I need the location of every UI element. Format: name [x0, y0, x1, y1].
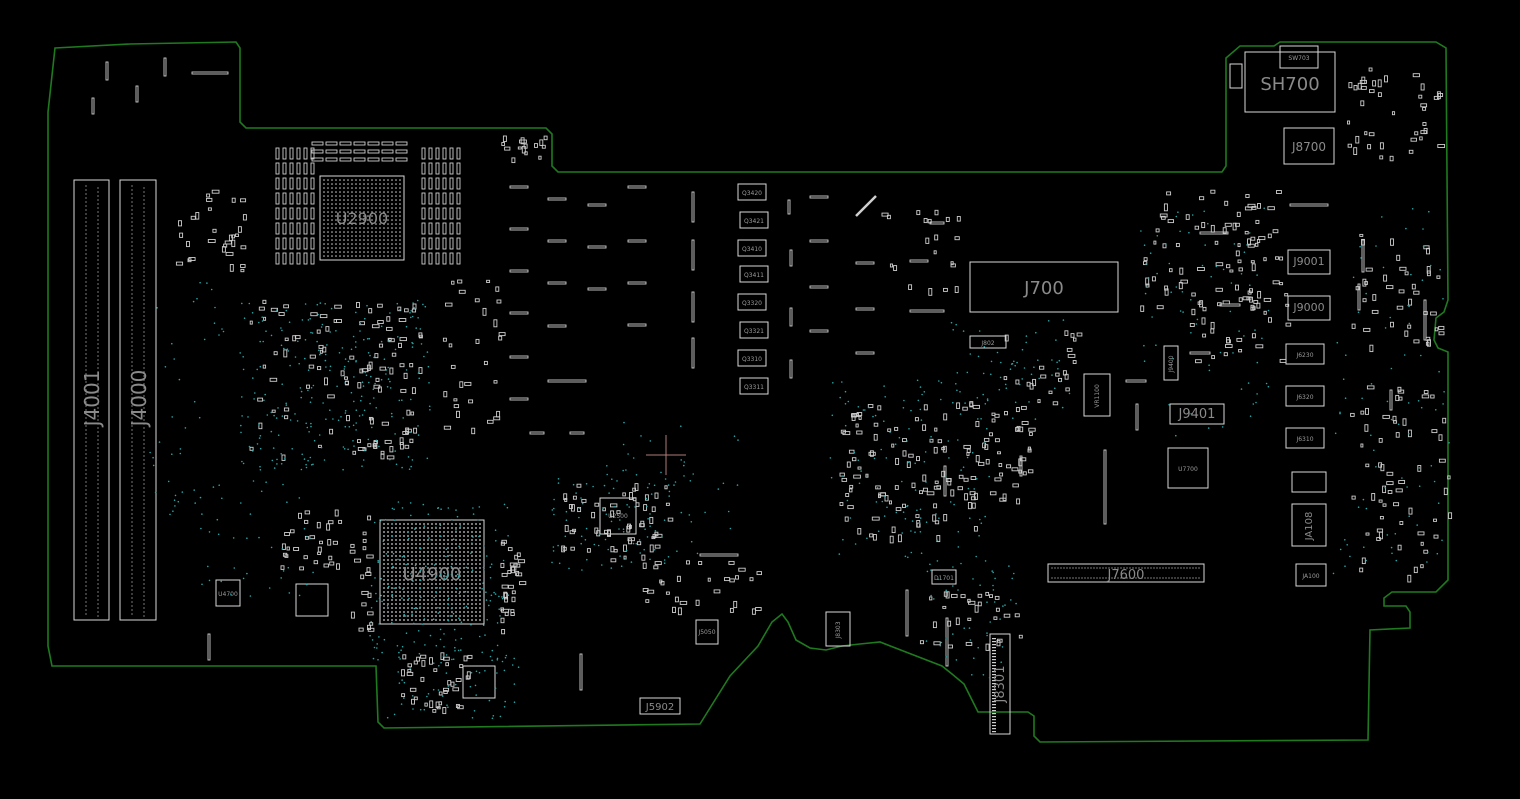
connector-J5050[interactable]: J5050	[695, 619, 719, 645]
svg-text:Q3320: Q3320	[742, 300, 762, 307]
via-field	[149, 207, 1450, 720]
svg-text:J5902: J5902	[645, 702, 674, 713]
board-outline	[47, 41, 1449, 743]
regulator-VR1100[interactable]: VR1100	[1083, 373, 1111, 417]
connector-J8303[interactable]: J8303	[825, 611, 851, 647]
svg-text:J8700: J8700	[1291, 140, 1326, 154]
svg-text:J9000: J9000	[1292, 301, 1324, 314]
svg-text:Q3420: Q3420	[742, 190, 762, 197]
connector-J6310[interactable]: J6310	[1285, 427, 1325, 449]
switch-SW703[interactable]: SW703	[1279, 45, 1319, 69]
transistor-Q3311[interactable]: Q3311	[739, 377, 769, 395]
connector-J7600[interactable]: J7600	[1047, 563, 1205, 583]
label-J4001: J4001	[80, 370, 104, 429]
svg-text:J8303: J8303	[835, 621, 842, 639]
connector-J6320[interactable]: J6320	[1285, 385, 1325, 407]
svg-text:J9001: J9001	[1292, 255, 1324, 268]
svg-text:J6320: J6320	[1295, 394, 1313, 401]
svg-text:Q3311: Q3311	[744, 384, 764, 391]
part-top-right-vertical	[1229, 63, 1243, 89]
svg-text:VR1100: VR1100	[1094, 384, 1101, 408]
connector-J700[interactable]: J700	[969, 261, 1119, 313]
crosshair-cursor	[646, 435, 686, 475]
svg-text:Q3321: Q3321	[744, 328, 764, 335]
chip-U4700[interactable]: U4700	[215, 579, 241, 607]
connector-J9400[interactable]: J9400	[1163, 345, 1179, 381]
svg-text:Q3421: Q3421	[744, 218, 764, 225]
connector-JA108[interactable]: JA108	[1291, 503, 1327, 547]
connector-J6230[interactable]: J6230	[1285, 343, 1325, 365]
connector-right-small[interactable]	[1291, 471, 1327, 493]
svg-text:J6230: J6230	[1295, 352, 1313, 359]
svg-text:U2500: U2500	[608, 513, 628, 520]
connector-J8301[interactable]: J8301	[989, 633, 1011, 735]
transistor-Q3410[interactable]: Q3410	[737, 239, 767, 257]
svg-text:J6310: J6310	[1295, 436, 1313, 443]
svg-text:J700: J700	[1023, 278, 1064, 299]
connector-J9001[interactable]: J9001	[1287, 249, 1331, 275]
chip-U2500[interactable]: U2500	[599, 497, 637, 535]
svg-text:J7600: J7600	[1107, 568, 1145, 583]
chip-ssd-small-bga[interactable]	[295, 583, 329, 617]
connector-J9000[interactable]: J9000	[1287, 295, 1331, 321]
shield-SH700[interactable]: SH700	[1244, 51, 1336, 113]
svg-text:U7700: U7700	[1178, 466, 1198, 473]
label-U2900: U2900	[336, 209, 388, 228]
connector-J4000[interactable]: J4000	[119, 179, 157, 621]
svg-text:SH700: SH700	[1260, 74, 1319, 95]
svg-text:SW703: SW703	[1288, 55, 1309, 62]
svg-text:J9401: J9401	[1178, 407, 1216, 422]
transistor-Q3411[interactable]: Q3411	[739, 265, 769, 283]
diode-D1701[interactable]: D1701	[931, 569, 957, 585]
connector-J802[interactable]: J802	[969, 335, 1007, 349]
svg-text:J9400: J9400	[1168, 355, 1175, 373]
transistor-Q3420[interactable]: Q3420	[737, 183, 767, 201]
transistor-Q3321[interactable]: Q3321	[739, 321, 769, 339]
connector-JA100[interactable]: JA100	[1295, 563, 1327, 587]
svg-text:JA100: JA100	[1301, 573, 1319, 580]
label-J4000: J4000	[127, 370, 151, 429]
chip-U7700[interactable]: U7700	[1167, 447, 1209, 489]
chip-U2900[interactable]: U2900	[319, 175, 405, 261]
connector-J8700[interactable]: J8700	[1283, 127, 1335, 165]
transistor-Q3421[interactable]: Q3421	[739, 211, 769, 229]
svg-text:Q3310: Q3310	[742, 356, 762, 363]
transistor-Q3310[interactable]: Q3310	[737, 349, 767, 367]
connector-J9401[interactable]: J9401	[1169, 403, 1225, 425]
chip-bottom-bga[interactable]	[462, 665, 496, 699]
svg-text:J802: J802	[980, 340, 994, 347]
svg-text:Q3410: Q3410	[742, 246, 762, 253]
transistor-Q3320[interactable]: Q3320	[737, 293, 767, 311]
label-U4900: U4900	[403, 564, 462, 585]
connector-J5902[interactable]: J5902	[639, 697, 681, 715]
svg-text:Q3411: Q3411	[744, 272, 764, 279]
u2900-passive-array	[275, 141, 461, 265]
connector-J4001[interactable]: J4001	[73, 179, 110, 621]
svg-text:D1701: D1701	[934, 575, 954, 582]
svg-text:U4700: U4700	[218, 591, 238, 598]
svg-text:JA108: JA108	[1304, 512, 1315, 542]
svg-text:J5050: J5050	[697, 629, 715, 636]
chip-U4900[interactable]: U4900	[379, 519, 485, 625]
svg-text:J8301: J8301	[993, 666, 1008, 704]
